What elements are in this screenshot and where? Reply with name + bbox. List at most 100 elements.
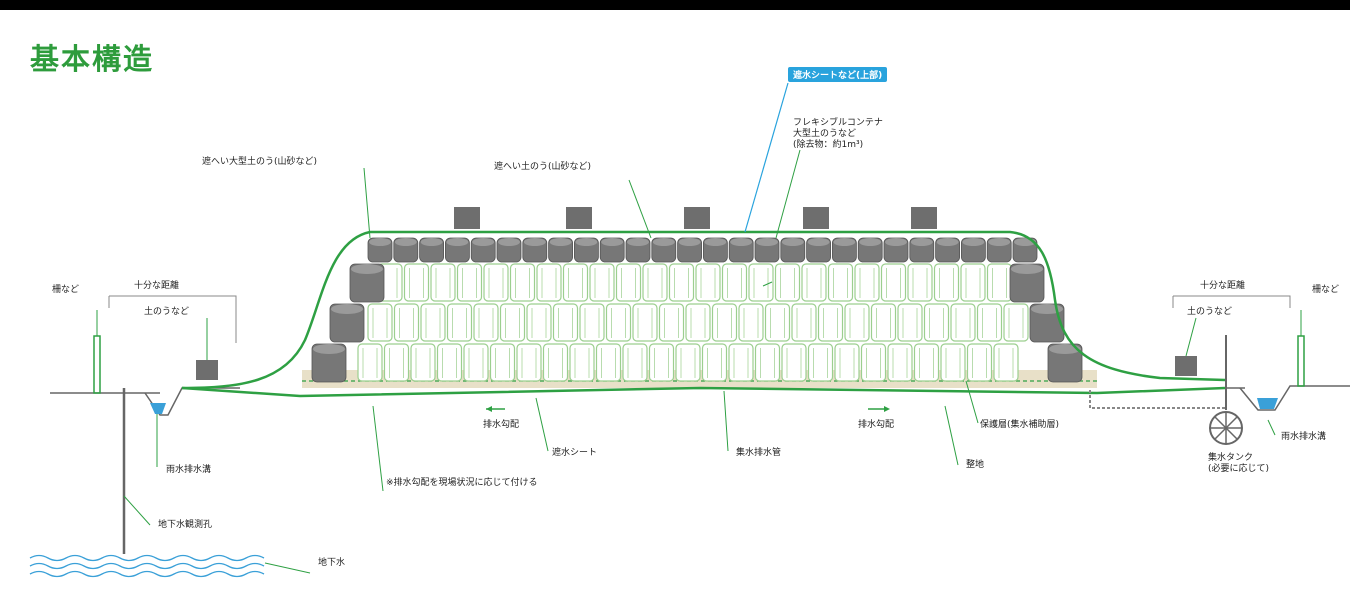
shield-bag-top	[909, 237, 935, 263]
shield-bag-top	[393, 237, 419, 263]
shield-bag-top	[470, 237, 496, 263]
container-bag	[499, 303, 526, 342]
shield-bag-top	[883, 237, 909, 263]
container-bag	[526, 303, 552, 342]
container-bag	[801, 263, 827, 302]
shield-bag-top	[754, 237, 780, 263]
top-sandbag-2	[566, 207, 592, 229]
drain-slope-right-label: 排水勾配	[858, 420, 895, 430]
container-bag	[436, 343, 463, 382]
container-bag	[860, 343, 887, 382]
right-ditch-outline	[1239, 385, 1350, 411]
container-bag	[781, 343, 807, 382]
container-bag	[403, 263, 430, 302]
shield-bags	[311, 237, 1083, 383]
container-bag	[685, 303, 711, 342]
container-bag	[542, 343, 569, 382]
gradient-note-label: ※排水勾配を現場状況に応じて付ける	[386, 478, 538, 488]
top-sandbag-5	[911, 207, 937, 229]
shield-bag-top	[599, 237, 625, 263]
container-bag	[728, 343, 754, 382]
container-bag	[446, 303, 473, 342]
container-bag	[675, 343, 701, 382]
groundwater-label: 地下水	[318, 558, 346, 568]
top-sandbag-4	[803, 207, 829, 229]
container-bag	[791, 303, 817, 342]
container-bag	[748, 263, 774, 302]
shield-bag-top	[574, 237, 599, 263]
container-bag	[509, 263, 536, 302]
container-bag	[844, 303, 870, 342]
container-bag	[923, 303, 950, 342]
container-bag	[907, 263, 933, 302]
container-bag	[940, 343, 966, 382]
container-bag	[463, 343, 489, 382]
shield-bag-left	[329, 303, 365, 343]
shield-bag-right	[1047, 343, 1083, 383]
sandbag-left	[196, 360, 218, 380]
container-bag	[615, 263, 642, 302]
drain-pipe	[1089, 390, 1225, 409]
shield-bag-top	[444, 237, 470, 263]
container-bag	[668, 263, 695, 302]
container-bag	[642, 263, 668, 302]
container-bag	[721, 263, 748, 302]
distance-bracket-left	[108, 295, 237, 343]
container-bag	[552, 303, 579, 342]
cover-sheet-leader	[744, 82, 789, 233]
shield-bag-top	[522, 237, 548, 263]
container-bag	[764, 303, 791, 342]
fence-left	[93, 335, 101, 394]
container-bag	[516, 343, 542, 382]
shield-bag-left	[349, 263, 385, 303]
shield-bag-top	[728, 237, 754, 263]
shield-bag-top	[419, 237, 445, 263]
shield-bag-top	[857, 237, 883, 263]
shield-bag-top	[935, 237, 960, 263]
container-bag	[420, 303, 446, 342]
fence-left-label: 柵など	[52, 285, 80, 295]
shield-bag-top	[986, 237, 1012, 263]
container-bag	[960, 263, 986, 302]
container-bag	[976, 303, 1003, 342]
container-bag	[595, 343, 622, 382]
container-bag	[569, 343, 595, 382]
shield-bag-right	[1029, 303, 1065, 343]
container-bag	[473, 303, 499, 342]
container-bags	[357, 263, 1029, 382]
container-bag	[589, 263, 615, 302]
container-bag	[880, 263, 907, 302]
distance-left-label: 十分な距離	[134, 281, 180, 291]
diagram-page: 基本構造	[0, 10, 1350, 608]
drain-slope-left-label: 排水勾配	[483, 420, 520, 430]
shield-bag-left	[311, 343, 347, 383]
container-bag	[774, 263, 801, 302]
container-bag	[622, 343, 648, 382]
groundwater-wave-1	[29, 554, 265, 562]
container-bag	[817, 303, 844, 342]
monitoring-well-label: 地下水観測孔	[158, 520, 213, 530]
container-bag	[933, 263, 960, 302]
container-bag	[854, 263, 880, 302]
shield-bag-top	[496, 237, 522, 263]
container-bag	[536, 263, 562, 302]
sandbag-right	[1175, 356, 1197, 376]
top-sandbag-1	[454, 207, 480, 229]
left-large-bags-label: 遮へい大型土のう(山砂など)	[202, 157, 318, 167]
protective-layer-label: 保護層(集水補助層)	[980, 420, 1060, 430]
container-bag	[367, 303, 393, 342]
cover-sheet-label: 遮水シートなど(上部)	[788, 67, 888, 82]
distance-right-label: 十分な距離	[1200, 281, 1246, 291]
structure-diagram	[29, 82, 1350, 578]
container-bag	[632, 303, 658, 342]
container-bag	[738, 303, 764, 342]
container-bag	[993, 343, 1019, 382]
flexible-container-label: フレキシブルコンテナ 大型土のうなど (除去物：約1m³)	[793, 118, 883, 150]
groundwater-wave-2	[29, 562, 265, 570]
container-bag	[1003, 303, 1029, 342]
collection-pipe-label: 集水排水管	[736, 448, 782, 458]
graded-ground-label: 整地	[966, 460, 985, 470]
fence-right	[1297, 335, 1305, 387]
rain-ditch-right-label: 雨水排水溝	[1281, 432, 1327, 442]
container-bag	[579, 303, 605, 342]
